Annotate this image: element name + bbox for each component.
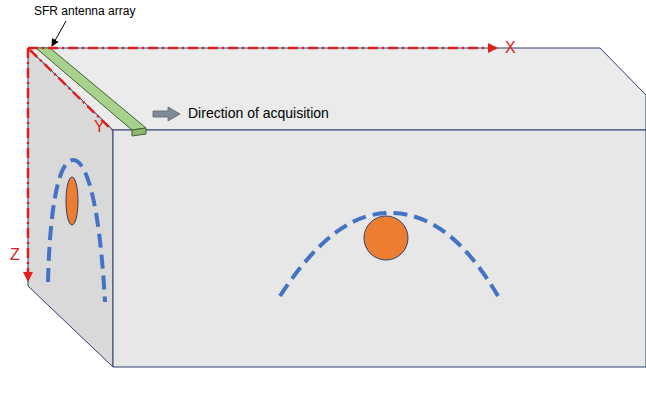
x-axis (28, 47, 496, 50)
front-face (113, 130, 646, 367)
leader-line (52, 21, 66, 46)
axis-label: Y (94, 118, 105, 136)
target (66, 177, 78, 225)
axis-label: Z (10, 246, 20, 264)
antenna-array (36, 48, 146, 130)
z-axis (27, 48, 30, 280)
direction-arrow (153, 107, 180, 121)
top-face (28, 48, 646, 130)
part-name: SFR antenna array (34, 5, 135, 18)
note: Direction of acquisition (188, 106, 329, 121)
antenna-array-end (132, 128, 146, 136)
target (364, 216, 408, 260)
hyperbola (48, 160, 105, 302)
hyperbola (280, 213, 498, 296)
axis-label: X (505, 39, 516, 57)
